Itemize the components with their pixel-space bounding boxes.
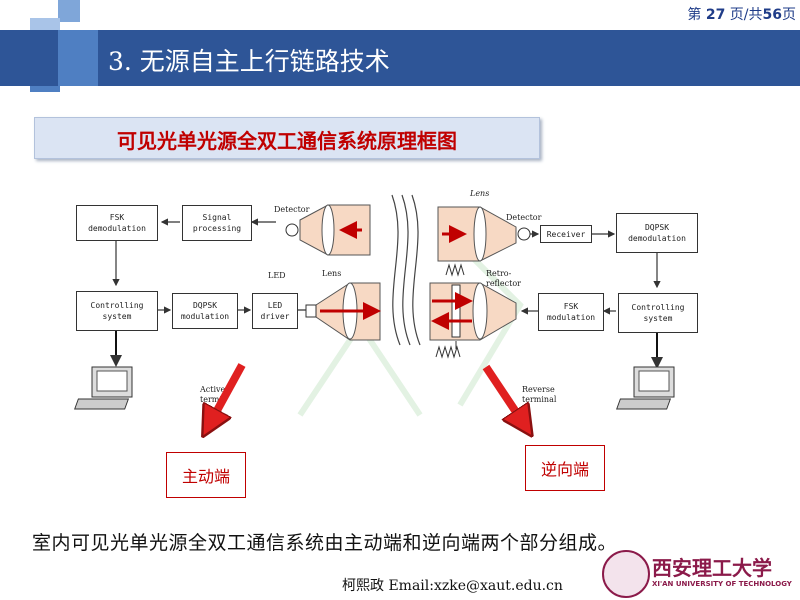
block-dqpsk-modulation: DQPSK modulation bbox=[172, 293, 238, 329]
label-detector-right: Detector bbox=[506, 213, 542, 222]
label-active-terminal: Active termi bbox=[200, 385, 226, 404]
page-number: 第 27 页/共56页 bbox=[687, 7, 796, 23]
block-fsk-modulation: FSK modulation bbox=[538, 293, 604, 331]
slide-title: 3. 无源自主上行链路技术 bbox=[108, 47, 390, 76]
subtitle: 可见光单光源全双工通信系统原理框图 bbox=[117, 129, 457, 153]
label-reverse-terminal: Reverse terminal bbox=[522, 385, 557, 404]
footer-author-email: 柯熙政 Email:xzke@xaut.edu.cn bbox=[342, 578, 563, 594]
logo-text: 西安理工大学 bbox=[652, 556, 772, 580]
title-bar bbox=[0, 30, 800, 86]
block-led-driver: LED driver bbox=[252, 293, 298, 329]
label-lens-top: Lens bbox=[470, 189, 490, 198]
red-arrows bbox=[180, 363, 580, 455]
university-seal-icon bbox=[602, 550, 650, 598]
arrow-to-active bbox=[208, 363, 246, 427]
active-terminal-box: 主动端 bbox=[166, 452, 246, 498]
block-controlling-system-left: Controlling system bbox=[76, 291, 158, 331]
subtitle-box: 可见光单光源全双工通信系统原理框图 bbox=[34, 117, 540, 159]
block-dqpsk-demodulation: DQPSK demodulation bbox=[616, 213, 698, 253]
logo-subtext: XI'AN UNIVERSITY OF TECHNOLOGY bbox=[652, 580, 792, 588]
university-logo: 西安理工大学 XI'AN UNIVERSITY OF TECHNOLOGY bbox=[600, 548, 800, 600]
label-retro-reflector: Retro- reflector bbox=[486, 269, 521, 288]
block-receiver: Receiver bbox=[540, 225, 592, 243]
block-fsk-demodulation: FSK demodulation bbox=[76, 205, 158, 241]
computer-icon-right bbox=[616, 366, 675, 410]
diagram-lines bbox=[74, 194, 675, 417]
block-signal-processing: Signal processing bbox=[182, 205, 252, 241]
reverse-terminal-box: 逆向端 bbox=[525, 445, 605, 491]
arrow-to-reverse bbox=[482, 364, 526, 427]
label-led: LED bbox=[268, 271, 286, 280]
computer-icon-left bbox=[74, 366, 133, 410]
label-lens-mid: Lens bbox=[322, 269, 342, 278]
title-bar-square bbox=[58, 30, 98, 86]
block-controlling-system-right: Controlling system bbox=[618, 293, 698, 333]
label-detector-left: Detector bbox=[274, 205, 310, 214]
system-diagram: FSK demodulation Signal processing Contr… bbox=[60, 185, 720, 445]
caption: 室内可见光单光源全双工通信系统由主动端和逆向端两个部分组成。 bbox=[32, 532, 618, 554]
